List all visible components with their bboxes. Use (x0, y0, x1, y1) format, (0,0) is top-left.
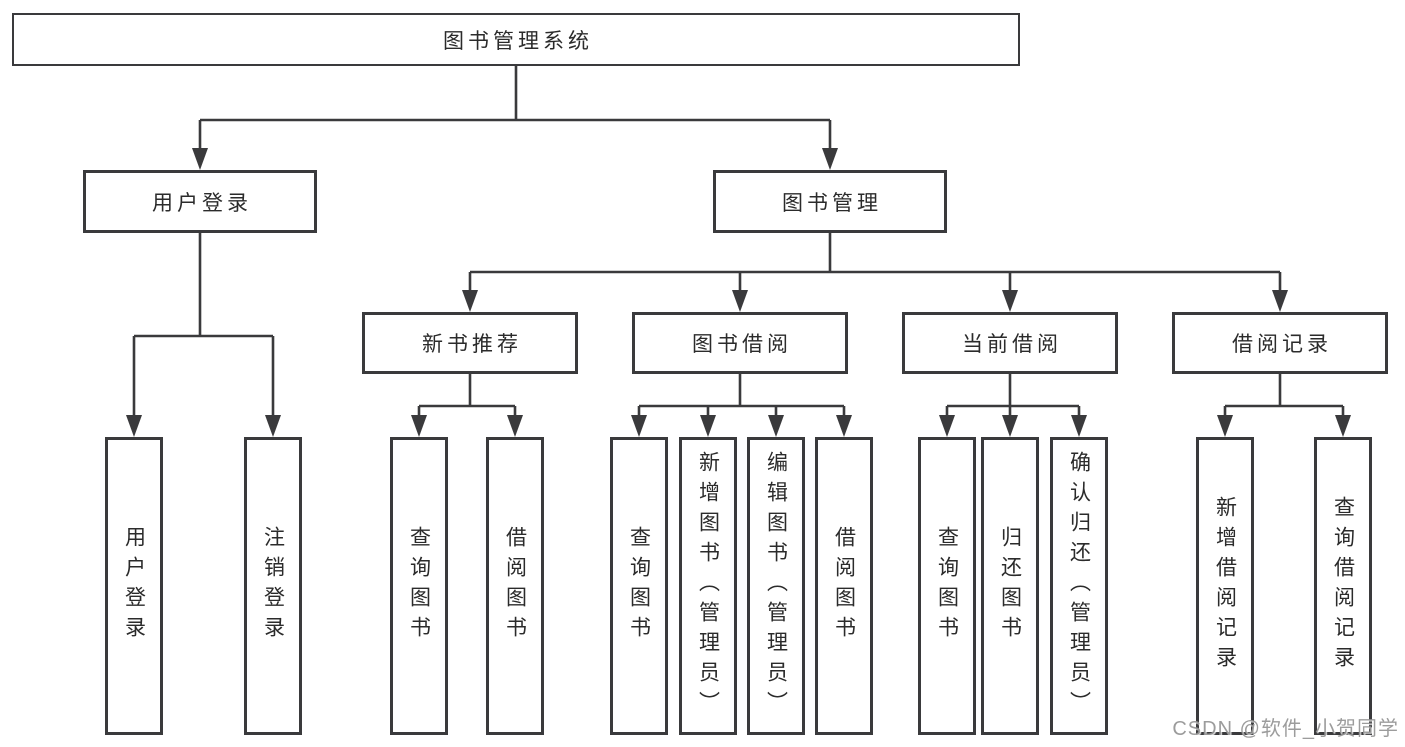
leaf-borrow-book-recommend: 借阅图书 (486, 437, 544, 735)
leaf-logout: 注销登录 (244, 437, 302, 735)
leaf-add-book-admin: 新增图书（管理员） (679, 437, 737, 735)
leaf-label: 查询借阅记录 (1331, 496, 1355, 676)
node-label: 图书管理 (782, 191, 882, 215)
leaf-label: 查询图书 (627, 526, 651, 646)
leaf-label: 注销登录 (261, 526, 285, 646)
leaf-return-book: 归还图书 (981, 437, 1039, 735)
node-borrow-records: 借阅记录 (1172, 312, 1388, 374)
leaf-borrow-book: 借阅图书 (815, 437, 873, 735)
node-book-management: 图书管理 (713, 170, 947, 233)
leaf-query-book-borrow: 查询图书 (610, 437, 668, 735)
leaf-label: 编辑图书（管理员） (764, 451, 788, 721)
leaf-query-book-current: 查询图书 (918, 437, 976, 735)
node-label: 借阅记录 (1232, 333, 1332, 356)
node-label: 用户登录 (152, 191, 252, 215)
node-label: 图书借阅 (692, 333, 792, 356)
leaf-query-borrow-record: 查询借阅记录 (1314, 437, 1372, 735)
node-user-login: 用户登录 (83, 170, 317, 233)
leaf-label: 确认归还（管理员） (1067, 451, 1091, 721)
node-label: 新书推荐 (422, 333, 522, 356)
leaf-label: 用户登录 (122, 526, 146, 646)
leaf-label: 借阅图书 (832, 526, 856, 646)
leaf-label: 查询图书 (935, 526, 959, 646)
leaf-label: 借阅图书 (503, 526, 527, 646)
leaf-label: 查询图书 (407, 526, 431, 646)
node-label: 图书管理系统 (443, 29, 593, 53)
node-book-borrow: 图书借阅 (632, 312, 848, 374)
leaf-label: 新增图书（管理员） (696, 451, 720, 721)
watermark: CSDN @软件_小贺同学 (1172, 718, 1399, 740)
leaf-add-borrow-record: 新增借阅记录 (1196, 437, 1254, 735)
node-library-management-system: 图书管理系统 (12, 13, 1020, 66)
node-current-borrow: 当前借阅 (902, 312, 1118, 374)
leaf-user-login: 用户登录 (105, 437, 163, 735)
leaf-label: 新增借阅记录 (1213, 496, 1237, 676)
leaf-query-book-recommend: 查询图书 (390, 437, 448, 735)
node-new-book-recommend: 新书推荐 (362, 312, 578, 374)
leaf-confirm-return-admin: 确认归还（管理员） (1050, 437, 1108, 735)
node-label: 当前借阅 (962, 333, 1062, 356)
leaf-label: 归还图书 (998, 526, 1022, 646)
leaf-edit-book-admin: 编辑图书（管理员） (747, 437, 805, 735)
